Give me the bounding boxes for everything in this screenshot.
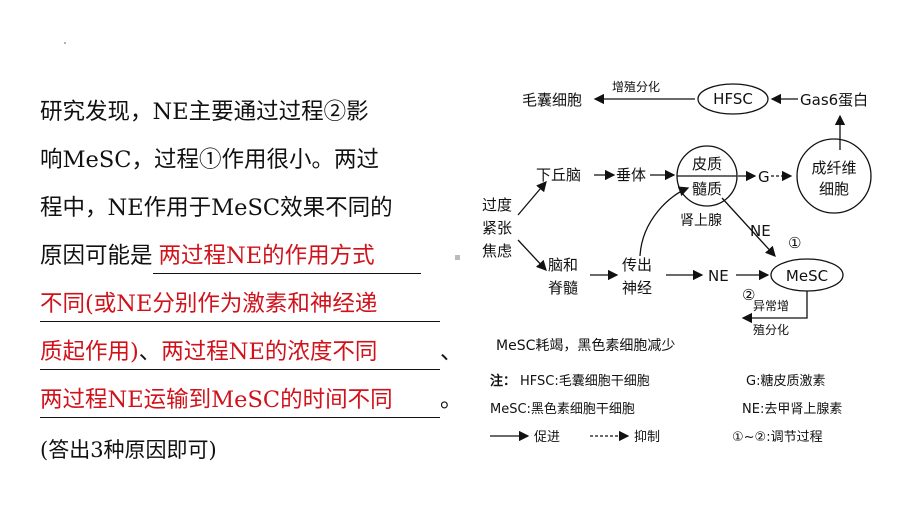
answer-note: (答出3种原因即可) bbox=[40, 438, 217, 462]
hair-follicle-cell: 毛囊细胞 bbox=[522, 91, 582, 109]
hfsc-node bbox=[697, 83, 769, 115]
answer-part-1: 两过程NE的作用方式 bbox=[158, 243, 375, 269]
answer-part-5: 两过程NE运输到MeSC的时间不同 bbox=[40, 387, 393, 413]
ne-top-label: NE bbox=[750, 222, 771, 240]
adrenal-label: 肾上腺 bbox=[680, 213, 722, 229]
arrow-medulla-to-mesc bbox=[721, 197, 776, 257]
legend-g: G:糖皮质激素 bbox=[746, 373, 825, 389]
fibroblast-line-1: 成纤维 bbox=[811, 159, 856, 177]
ne-mid-label: NE bbox=[708, 267, 729, 285]
legend-hfsc: HFSC:毛囊细胞干细胞 bbox=[520, 373, 650, 389]
answer-part-2: 不同(或NE分别作为激素和神经递 bbox=[40, 291, 378, 317]
answer-blank-1: 两过程NE的作用方式 bbox=[152, 239, 421, 274]
brain-spinal-line-1: 脑和 bbox=[548, 256, 578, 274]
legend-title: 注： bbox=[490, 373, 516, 389]
separator-1: 、 bbox=[138, 339, 162, 365]
decorative-dot bbox=[64, 42, 66, 44]
stress-line-2: 紧张 bbox=[482, 219, 512, 237]
cortex-label: 皮质 bbox=[692, 155, 722, 173]
diagram: 毛囊细胞 增殖分化 HFSC Gas6蛋白 过度 紧张 焦虑 下丘脑 垂体 皮质… bbox=[470, 70, 910, 470]
hypothalamus-label: 下丘脑 bbox=[536, 166, 581, 184]
separator-2: 、 bbox=[440, 339, 463, 365]
arrow-mesc-to-exhausted bbox=[741, 291, 808, 324]
legend-ne: NE:去甲肾上腺素 bbox=[742, 402, 842, 417]
abnormal-line-2: 殖分化 bbox=[753, 322, 789, 337]
legend-process: ①~②:调节过程 bbox=[732, 430, 823, 445]
arrow-stress-to-brain bbox=[517, 239, 547, 271]
gas6-label: Gas6蛋白 bbox=[800, 91, 868, 109]
question-line-5: 不同(或NE分别作为激素和神经递 bbox=[40, 280, 440, 322]
answer-part-3: 质起作用) bbox=[40, 339, 139, 365]
stress-line-1: 过度 bbox=[482, 196, 512, 214]
question-line-6: 质起作用)、两过程NE的浓度不同、 bbox=[40, 328, 463, 370]
question-line-2: 响MeSC，过程①作用很小。两过 bbox=[40, 147, 379, 173]
question-line-7: 两过程NE运输到MeSC的时间不同 。 bbox=[40, 376, 463, 418]
legend-mesc: MeSC:黑色素细胞干细胞 bbox=[490, 401, 635, 417]
proliferation-label: 增殖分化 bbox=[612, 79, 660, 94]
end-punct: 。 bbox=[440, 387, 463, 413]
arrow-efferent-to-medulla bbox=[639, 186, 690, 257]
question-line-1: 研究发现，NE主要通过过程②影 bbox=[40, 99, 369, 125]
legend-promote: 促进 bbox=[534, 430, 560, 445]
efferent-line-2: 神经 bbox=[622, 279, 652, 297]
stress-line-3: 焦虑 bbox=[482, 242, 512, 260]
arrow-stress-to-hypothalamus bbox=[517, 181, 547, 216]
answer-part-4: 两过程NE的浓度不同 bbox=[161, 339, 378, 365]
abnormal-line-1: 异常增 bbox=[753, 299, 789, 313]
hfsc-label: HFSC bbox=[713, 90, 753, 108]
flow-diagram: 毛囊细胞 增殖分化 HFSC Gas6蛋白 过度 紧张 焦虑 下丘脑 垂体 皮质… bbox=[482, 79, 872, 445]
decorative-mark bbox=[455, 255, 460, 260]
answer-blank-3: 质起作用)、两过程NE的浓度不同 bbox=[40, 335, 440, 370]
process-1-label: ① bbox=[788, 234, 801, 252]
legend-inhibit: 抑制 bbox=[634, 430, 660, 445]
pituitary-label: 垂体 bbox=[616, 166, 646, 184]
brain-spinal-line-2: 脊髓 bbox=[548, 279, 578, 297]
mesc-label: MeSC bbox=[786, 267, 828, 285]
efferent-line-1: 传出 bbox=[622, 256, 652, 274]
fibroblast-line-2: 细胞 bbox=[819, 180, 849, 198]
answer-blank-2: 不同(或NE分别作为激素和神经递 bbox=[40, 287, 440, 322]
question-prefix: 原因可能是 bbox=[40, 243, 153, 269]
exhausted-label: MeSC耗竭，黑色素细胞减少 bbox=[496, 337, 675, 354]
g-label: G bbox=[758, 168, 770, 186]
medulla-label: 髓质 bbox=[692, 180, 722, 198]
answer-blank-4: 两过程NE运输到MeSC的时间不同 bbox=[40, 383, 440, 418]
question-line-4: 原因可能是两过程NE的作用方式 bbox=[40, 232, 421, 274]
process-2-label: ② bbox=[742, 286, 755, 304]
question-line-3: 程中，NE作用于MeSC效果不同的 bbox=[40, 195, 393, 221]
fibroblast-node bbox=[796, 138, 872, 214]
